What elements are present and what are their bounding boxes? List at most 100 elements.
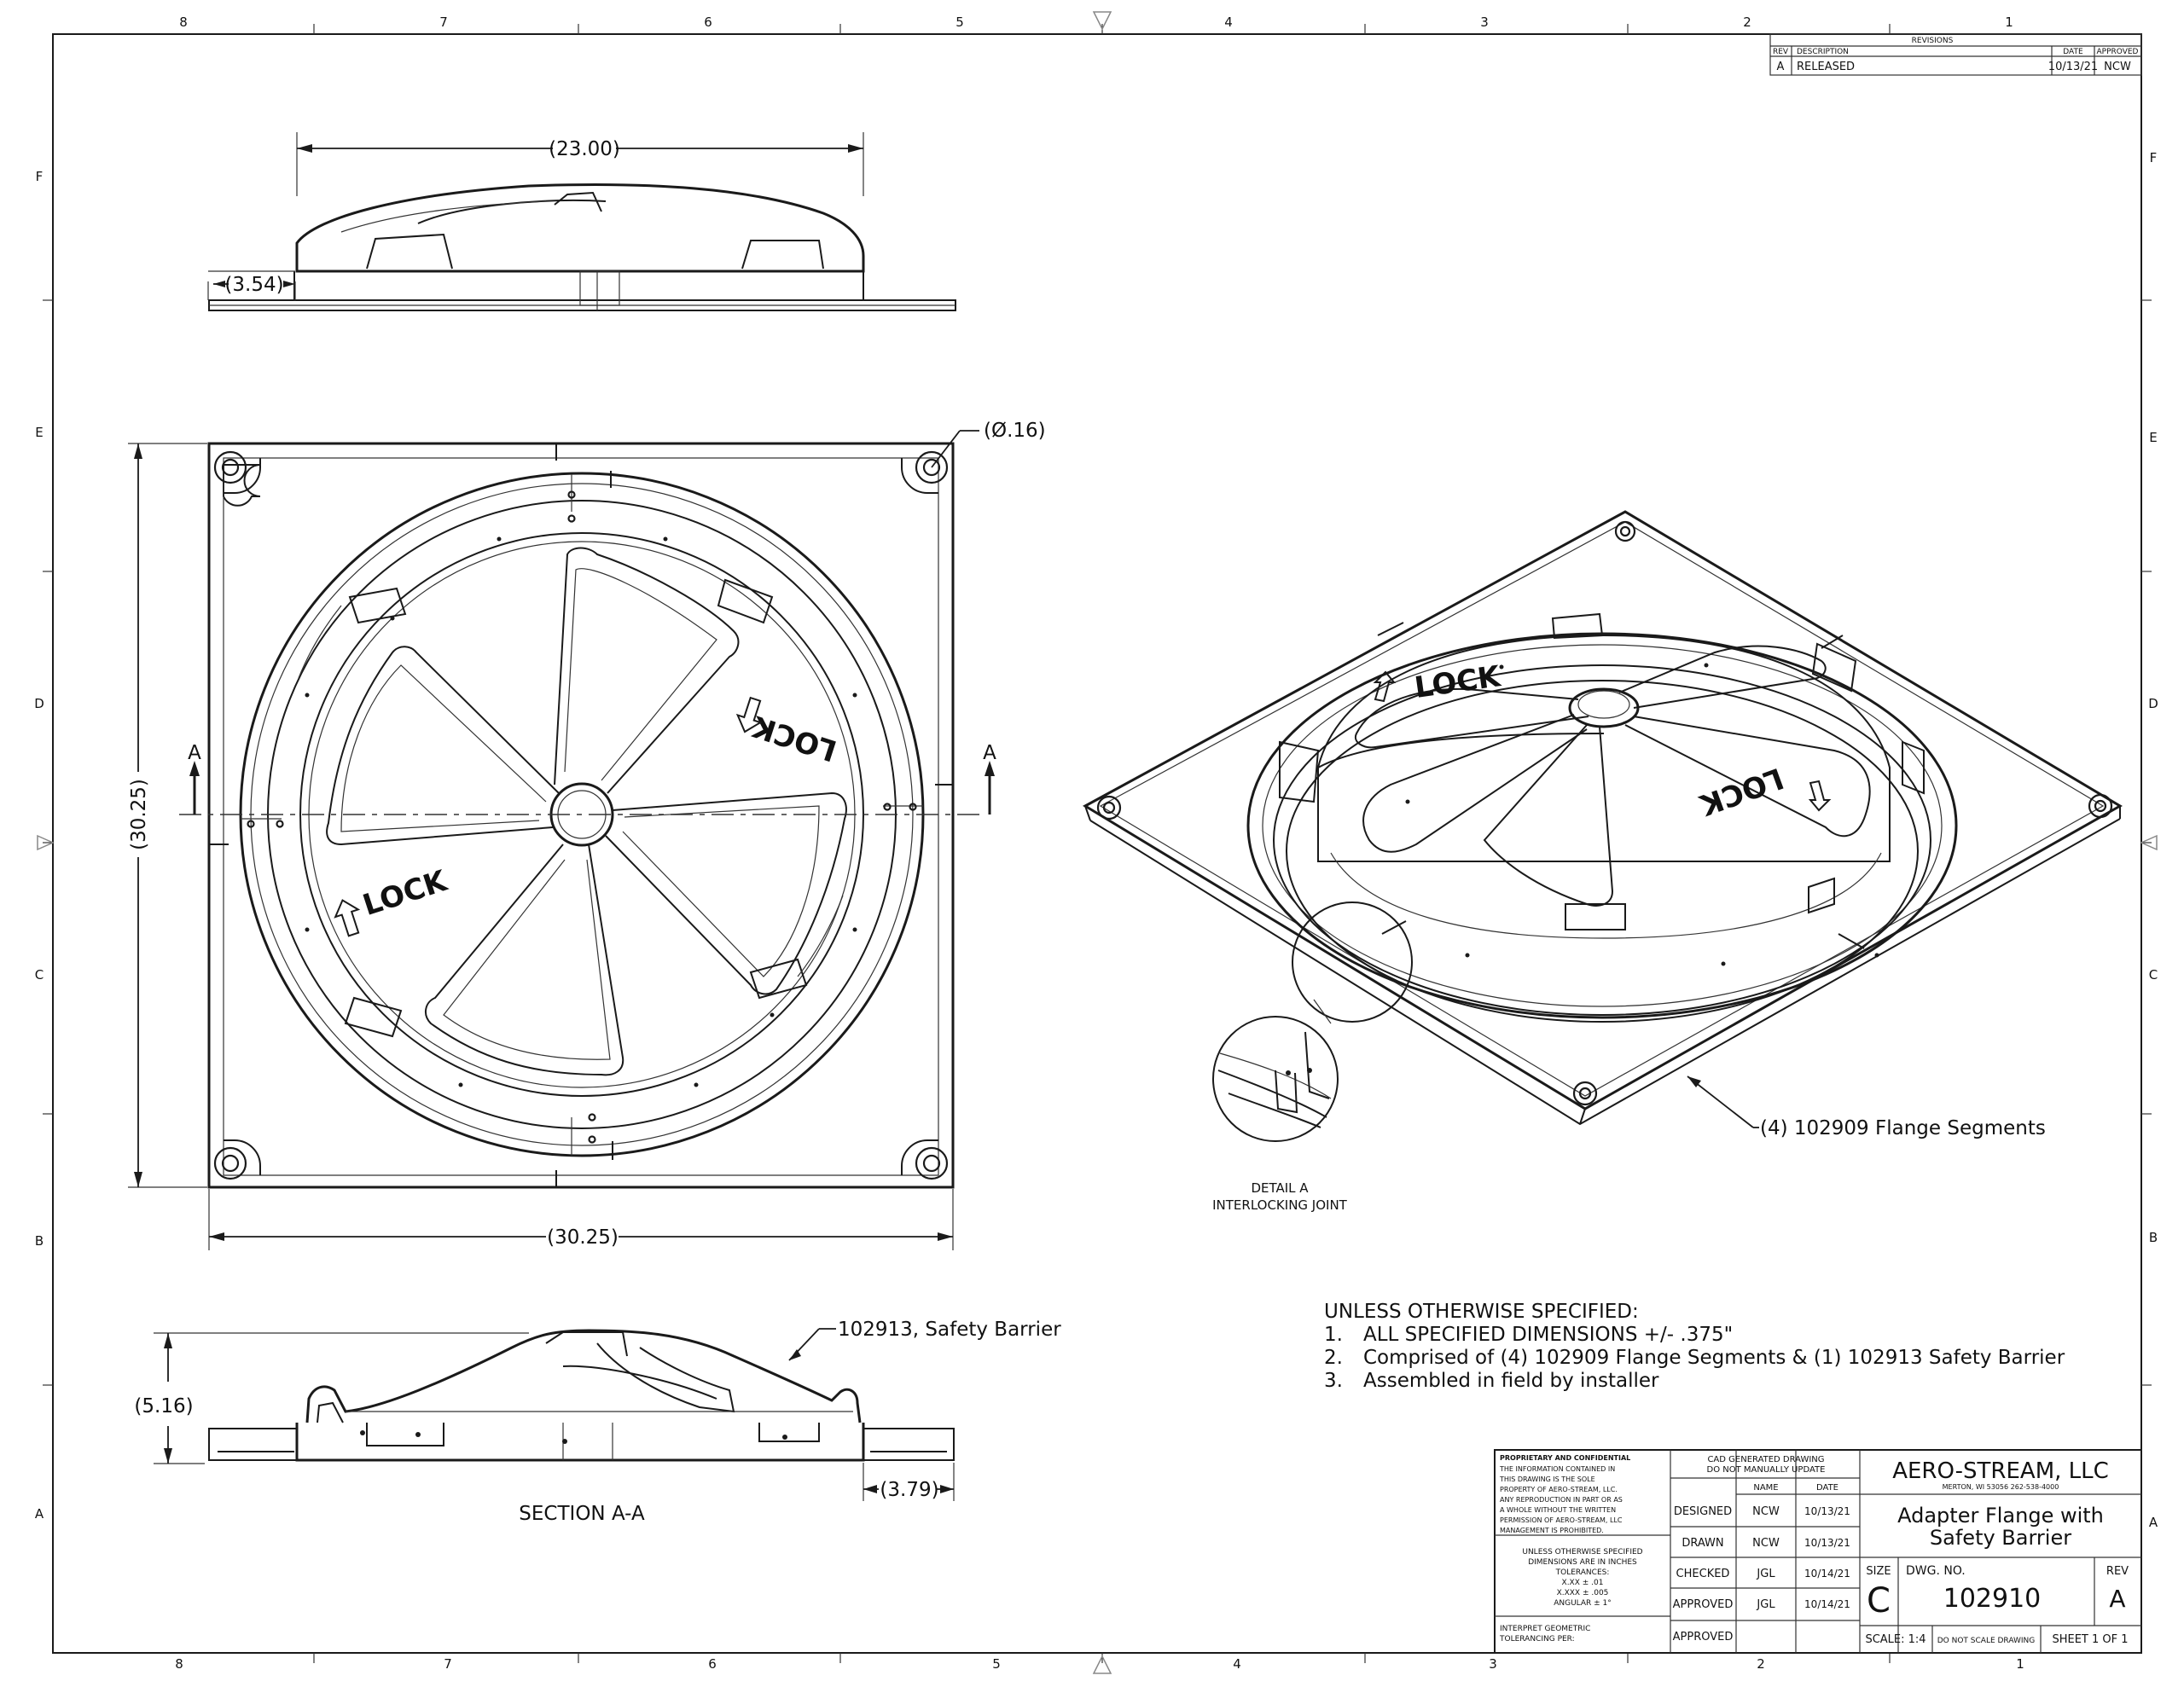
grid-col-top: 7 xyxy=(439,14,448,30)
sign-name: JGL xyxy=(1756,1598,1775,1611)
sign-date: 10/13/21 xyxy=(1804,1537,1850,1549)
detail-subtitle: INTERLOCKING JOINT xyxy=(1212,1197,1348,1213)
lock-label-lower: LOCK xyxy=(334,863,452,937)
drawing-title-line2: Safety Barrier xyxy=(1930,1526,2071,1550)
rev-label: REV xyxy=(2106,1565,2129,1578)
section-marker-right: A xyxy=(983,742,996,764)
grid-ticks xyxy=(43,24,2152,1663)
isometric-view: LOCK LOCK xyxy=(1082,510,2123,1126)
drawing-title-line1: Adapter Flange with xyxy=(1897,1504,2104,1528)
revision-header: DESCRIPTION xyxy=(1797,48,1849,56)
grid-col-top: 8 xyxy=(179,14,188,30)
dimension-plan-width: (30.25) xyxy=(208,1189,954,1250)
grid-row-right: D xyxy=(2148,696,2158,711)
note-text: Assembled in field by installer xyxy=(1363,1370,1659,1392)
size-value: C xyxy=(1867,1581,1891,1620)
grid-col-bottom: 4 xyxy=(1233,1656,1241,1672)
sign-date: 10/13/21 xyxy=(1804,1505,1850,1517)
dim-hole-diameter-value: .16 xyxy=(1007,420,1038,442)
lock-label-upper: LOCK xyxy=(735,696,841,768)
do-not-scale: DO NOT SCALE DRAWING xyxy=(1937,1637,2036,1645)
size-label: SIZE xyxy=(1866,1565,1891,1578)
grid-col-bottom: 5 xyxy=(992,1656,1001,1672)
grid-col-bottom: 7 xyxy=(444,1656,452,1672)
svg-text:(3.79): (3.79) xyxy=(880,1479,938,1501)
sign-date: 10/14/21 xyxy=(1804,1598,1850,1610)
grid-col-top: 6 xyxy=(704,14,712,30)
note-text: Comprised of (4) 102909 Flange Segments … xyxy=(1363,1347,2065,1369)
proprietary-line: THE INFORMATION CONTAINED IN xyxy=(1499,1465,1615,1473)
dim-section-height-value: 5.16 xyxy=(142,1395,185,1417)
note-text: ALL SPECIFIED DIMENSIONS +/- .375" xyxy=(1363,1324,1733,1346)
revision-table: REVISIONS REV DESCRIPTION DATE APPROVED … xyxy=(1769,33,2142,76)
tolerance-line: UNLESS OTHERWISE SPECIFIED xyxy=(1522,1548,1642,1557)
grid-col-top: 4 xyxy=(1224,14,1233,30)
tolerance-line: X.XXX ± .005 xyxy=(1557,1589,1609,1597)
callout-safety-barrier: 102913, Safety Barrier xyxy=(788,1319,1061,1361)
dwg-no-value: 102910 xyxy=(1943,1584,2042,1614)
grid-row-right: B xyxy=(2149,1230,2158,1245)
cad-note: CAD GENERATED DRAWING xyxy=(1707,1455,1824,1464)
revision-header: REV xyxy=(1773,48,1789,56)
grid-row-left: F xyxy=(36,169,44,184)
tolerance-line: ANGULAR ± 1° xyxy=(1554,1599,1612,1608)
dimension-top-width: (23.00) xyxy=(296,132,864,196)
grid-col-bottom: 8 xyxy=(175,1656,183,1672)
section-cut-right: A xyxy=(983,742,996,815)
revision-date: 10/13/21 xyxy=(2048,61,2098,73)
company-address: MERTON, WI 53056 262-538-4000 xyxy=(1943,1483,2059,1491)
sheet-value: SHEET 1 OF 1 xyxy=(2052,1633,2128,1646)
svg-text:LOCK: LOCK xyxy=(747,708,841,768)
grid-row-left: C xyxy=(35,967,44,983)
dim-section-offset-value: 3.79 xyxy=(887,1479,931,1501)
grid-row-right: E xyxy=(2149,430,2157,445)
grid-row-left: A xyxy=(35,1506,44,1522)
grid-col-top: 5 xyxy=(956,14,964,30)
svg-text:(Ø.16): (Ø.16) xyxy=(984,420,1046,442)
svg-text:(30.25): (30.25) xyxy=(547,1226,619,1249)
dimension-section-offset: (3.79) xyxy=(863,1463,955,1501)
note-number: 1. xyxy=(1324,1324,1343,1346)
revision-title: REVISIONS xyxy=(1912,37,1954,45)
callout-flange-segments: (4) 102909 Flange Segments xyxy=(1687,1075,2046,1139)
proprietary-line: ANY REPRODUCTION IN PART OR AS xyxy=(1500,1496,1623,1504)
grid-row-right: F xyxy=(2150,150,2158,165)
svg-text:(23.00): (23.00) xyxy=(549,138,620,160)
sign-role: APPROVED xyxy=(1673,1598,1734,1611)
grid-labels: 8 7 6 5 4 3 2 1 8 7 6 5 4 3 2 1 F E D C … xyxy=(34,14,2158,1672)
grid-col-bottom: 6 xyxy=(708,1656,717,1672)
sign-name: NCW xyxy=(1752,1505,1780,1518)
grid-col-top: 2 xyxy=(1743,14,1751,30)
notes-heading: UNLESS OTHERWISE SPECIFIED: xyxy=(1324,1301,1639,1323)
revision-header: DATE xyxy=(2063,48,2083,56)
revision-approved: NCW xyxy=(2104,61,2131,73)
section-a-a-view: SECTION A-A xyxy=(208,1329,955,1525)
proprietary-line: THIS DRAWING IS THE SOLE xyxy=(1499,1475,1595,1483)
svg-text:(5.16): (5.16) xyxy=(134,1395,193,1417)
dim-plan-height-value: 30.25 xyxy=(128,786,150,843)
grid-row-right: A xyxy=(2149,1515,2158,1530)
proprietary-line: PROPERTY OF AERO-STREAM, LLC. xyxy=(1500,1486,1618,1493)
sign-role: DESIGNED xyxy=(1674,1505,1732,1518)
dimension-top-height: (3.54) xyxy=(207,270,296,300)
sign-role: APPROVED xyxy=(1673,1631,1734,1644)
dwg-no-label: DWG. NO. xyxy=(1906,1564,1966,1578)
grid-row-left: E xyxy=(35,425,43,440)
plan-view: A A LOCK LOCK xyxy=(179,442,996,1189)
proprietary-line: PERMISSION OF AERO-STREAM, LLC xyxy=(1500,1516,1623,1524)
revision-rev: A xyxy=(1777,61,1785,73)
sign-role: DRAWN xyxy=(1682,1537,1723,1550)
svg-text:(30.25): (30.25) xyxy=(128,779,150,850)
scale-value: SCALE: 1:4 xyxy=(1865,1633,1926,1646)
detail-a-view: DETAIL A INTERLOCKING JOINT xyxy=(1212,999,1348,1213)
col-name-header: NAME xyxy=(1753,1483,1778,1493)
gdt-line: TOLERANCING PER: xyxy=(1499,1635,1575,1644)
dimension-plan-height: (30.25) xyxy=(128,443,207,1188)
center-markers xyxy=(37,11,2158,1674)
dim-plan-width-value: 30.25 xyxy=(555,1226,611,1249)
note-number: 3. xyxy=(1324,1370,1343,1392)
proprietary-line: A WHOLE WITHOUT THE WRITTEN xyxy=(1500,1506,1616,1514)
detail-title: DETAIL A xyxy=(1251,1180,1309,1196)
section-marker-left: A xyxy=(188,742,201,764)
